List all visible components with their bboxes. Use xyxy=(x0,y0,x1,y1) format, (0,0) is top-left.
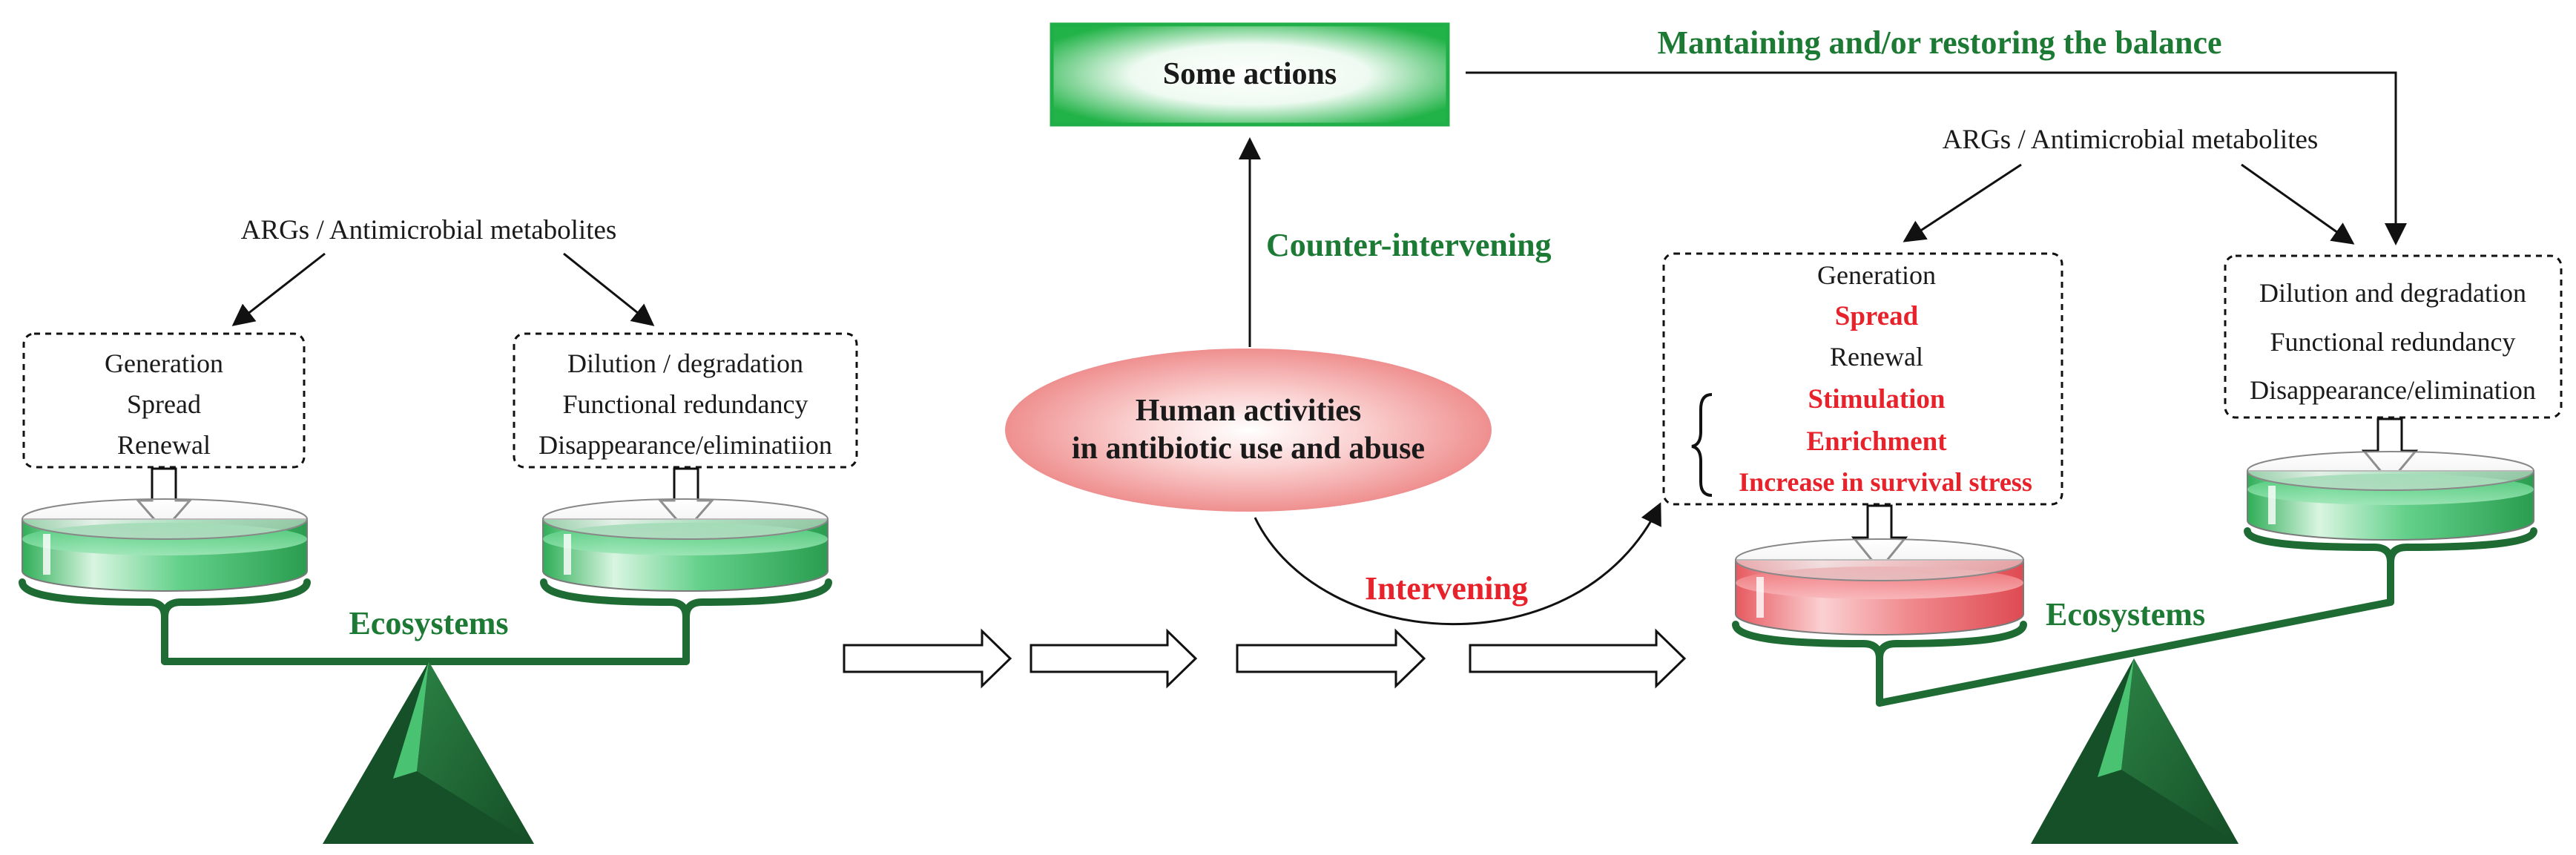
right-dilution-box xyxy=(2224,254,2563,419)
left-dilution-box-line-3: Disappearance/eliminatiion xyxy=(538,430,832,460)
flow-arrow-4 xyxy=(1469,628,1687,689)
intervening-arrow xyxy=(1254,502,1661,626)
right-petri-dish-red xyxy=(1735,538,2024,636)
left-dilution-box xyxy=(513,332,858,469)
balance-restoring-label: Mantaining and/or restoring the balance xyxy=(1657,24,2221,61)
some-actions-label: Some actions xyxy=(1163,57,1337,91)
right-generation-box-line-5: Enrichment xyxy=(1806,426,1947,457)
left-arrow-to-generation-box xyxy=(231,252,326,326)
left-generation-box xyxy=(22,332,306,469)
intervening-label: Intervening xyxy=(1365,570,1528,607)
right-fulcrum-triangle xyxy=(2031,658,2239,844)
left-ecosystems-label: Ecosystems xyxy=(349,605,508,641)
some-actions-box xyxy=(1050,22,1450,127)
right-balance-scale xyxy=(1732,527,2537,707)
human-activities-ellipse xyxy=(1005,349,1492,512)
right-generation-box xyxy=(1662,252,2063,506)
right-generation-box-line-6: Increase in survival stress xyxy=(1739,467,2032,497)
left-generation-box-line-3: Renewal xyxy=(117,430,211,460)
right-generation-box-line-2: Spread xyxy=(1835,301,1919,331)
human-activities-line-2: in antibiotic use and abuse xyxy=(1072,432,1425,466)
right-sources-label: ARGs / Antimicrobial metabolites xyxy=(1943,125,2319,155)
right-generation-box-line-3: Renewal xyxy=(1830,342,1923,372)
left-generation-box-line-2: Spread xyxy=(127,389,201,419)
right-generation-box-line-1: Generation xyxy=(1817,260,1936,290)
counter-intervening-label: Counter-intervening xyxy=(1266,227,1552,263)
right-arrow-to-dilution-box xyxy=(2241,163,2355,245)
center-panel: Some actions Mantaining and/or restoring… xyxy=(1005,22,2407,626)
left-sources-label: ARGs / Antimicrobial metabolites xyxy=(241,215,617,245)
right-panel: ARGs / Antimicrobial metabolites Generat… xyxy=(1662,125,2563,844)
right-arrow-to-generation-box xyxy=(1903,163,2022,242)
right-petri-dish-green xyxy=(2247,451,2534,541)
balance-restoring-arrow xyxy=(1466,71,2407,245)
left-generation-box-line-1: Generation xyxy=(105,349,223,378)
right-dilution-box-line-2: Functional redundancy xyxy=(2270,327,2516,357)
left-panel: ARGs / Antimicrobial metabolites Generat… xyxy=(19,215,858,844)
left-dilution-box-line-1: Dilution / degradation xyxy=(567,349,803,378)
right-ecosystems-label: Ecosystems xyxy=(2046,596,2205,633)
left-petri-dish-2 xyxy=(542,498,829,592)
left-arrow-to-dilution-box xyxy=(563,252,655,326)
flow-arrow-2 xyxy=(1030,628,1198,689)
right-dilution-box-line-3: Disappearance/elimination xyxy=(2250,375,2536,405)
left-balance-scale xyxy=(19,578,832,665)
left-dilution-box-line-2: Functional redundancy xyxy=(563,389,808,419)
right-box-curly-brace xyxy=(1691,393,1713,497)
left-fulcrum-triangle xyxy=(323,661,534,844)
flow-arrows xyxy=(843,628,1687,689)
human-activities-line-1: Human activities xyxy=(1136,394,1361,428)
right-dilution-box-line-1: Dilution and degradation xyxy=(2259,278,2526,308)
flow-arrow-1 xyxy=(843,628,1012,689)
left-petri-dish-1 xyxy=(22,498,308,592)
flow-arrow-3 xyxy=(1236,628,1426,689)
right-generation-box-line-4: Stimulation xyxy=(1808,384,1945,415)
